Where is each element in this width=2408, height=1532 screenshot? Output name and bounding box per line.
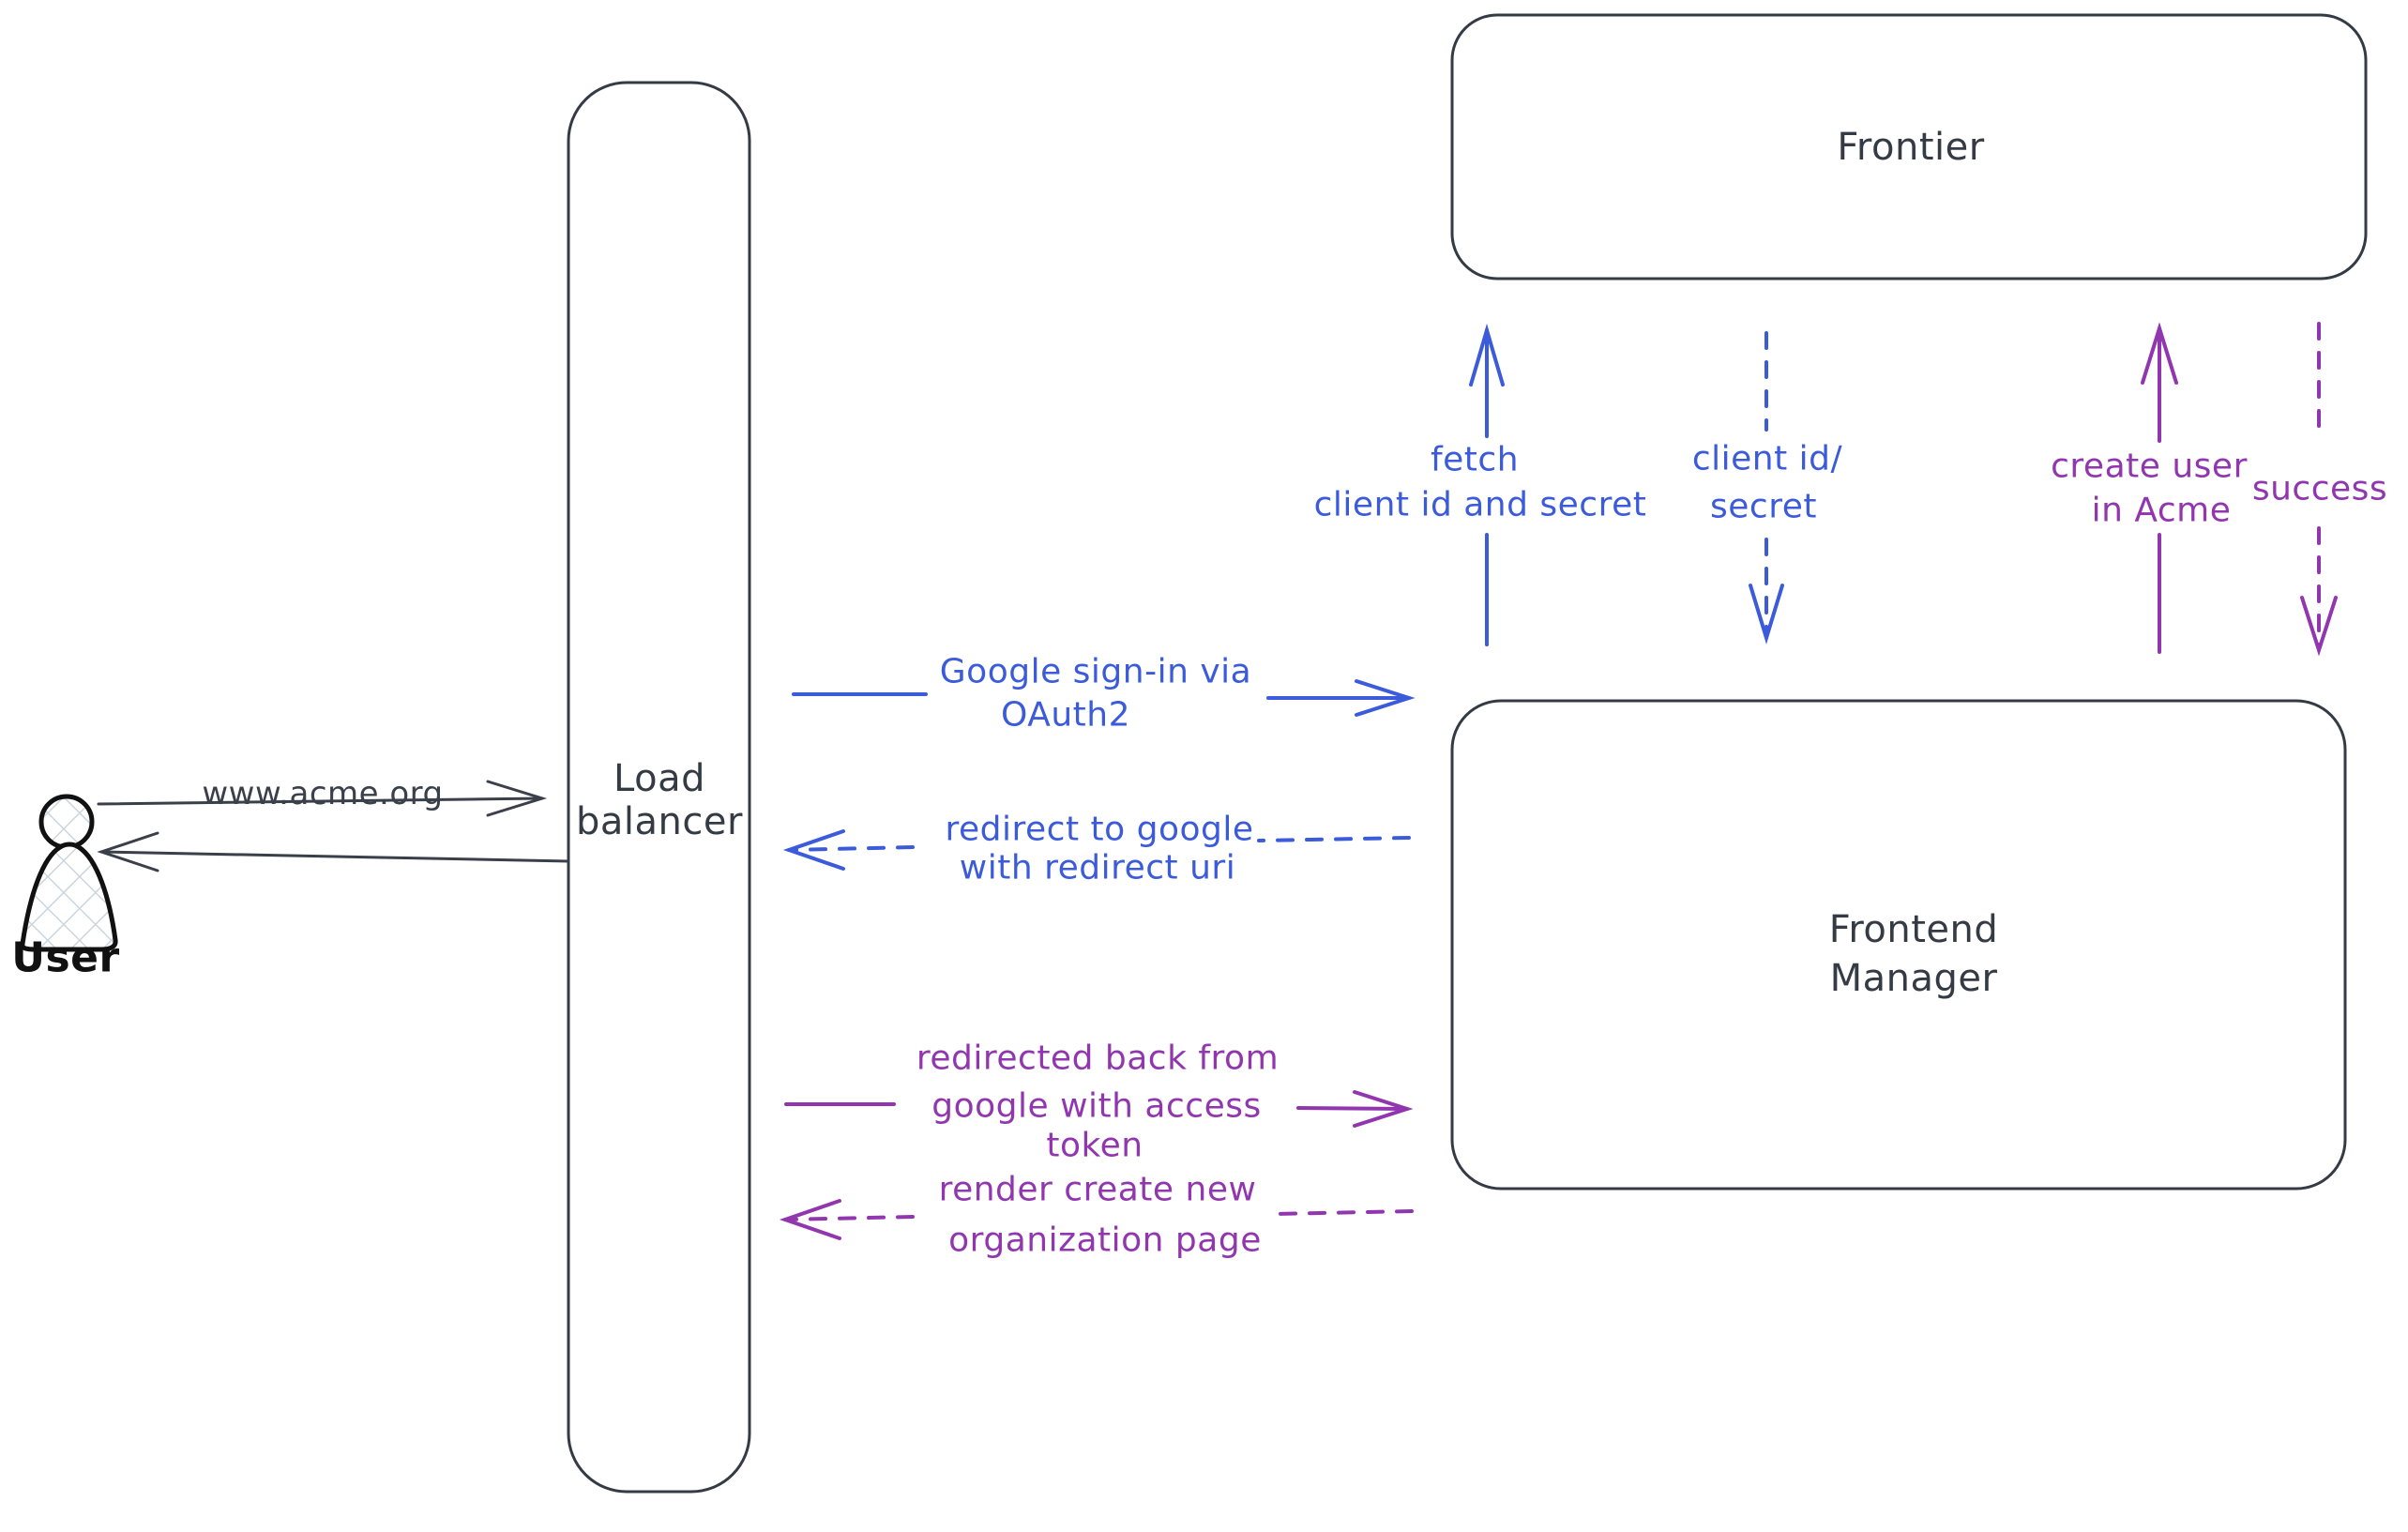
arrow-google-signin — [792, 679, 1416, 717]
arrow-render-page — [779, 1199, 1414, 1240]
arrow-redirect-to-google — [782, 829, 1411, 871]
arrow-response-to-user — [97, 831, 570, 872]
arrow-client-id-secret — [1749, 331, 1784, 645]
arrow-www-acme-org — [97, 780, 548, 817]
arrow-success — [2300, 322, 2338, 657]
user-icon — [20, 794, 118, 952]
frontend-manager-box — [1450, 699, 2347, 1191]
arrow-fetch-secret — [1469, 323, 1505, 646]
frontier-box — [1450, 13, 2368, 281]
load-balancer-box — [567, 81, 751, 1494]
arrow-redirected-back — [784, 1090, 1414, 1128]
arrow-create-user — [2141, 322, 2178, 654]
